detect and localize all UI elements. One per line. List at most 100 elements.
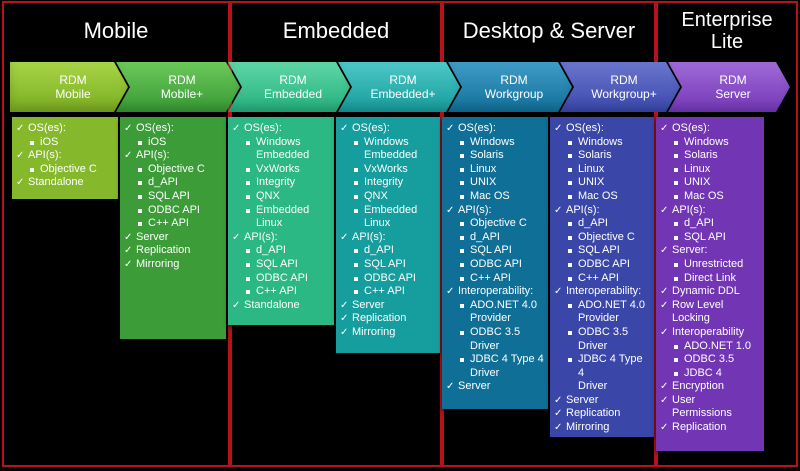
feature-label: OS(es): (566, 122, 604, 134)
check-icon: ✓ (660, 422, 669, 434)
square-bullet-icon (138, 140, 142, 145)
sub-item-continuation: Driver (446, 340, 544, 354)
sub-item: QNX (232, 190, 330, 204)
feature-label: User (672, 393, 696, 406)
sub-item-label: ODBC 3.5 (578, 325, 629, 338)
sub-item-label: ODBC API (470, 257, 522, 270)
feature-item: ✓OS(es): (660, 122, 760, 136)
sub-item-label: SQL API (578, 244, 620, 257)
feature-item: ✓OS(es): (16, 122, 114, 136)
feature-item: ✓Replication (124, 244, 222, 258)
sub-item-label: Embedded (256, 203, 310, 216)
sub-item: Integrity (340, 176, 436, 190)
square-bullet-icon (460, 194, 464, 199)
sub-item: Mac OS (660, 190, 760, 204)
sub-item: C++ API (124, 217, 222, 231)
chevron-rdm-embedded-plus: RDM Embedded+ (338, 62, 460, 112)
feature-item: ✓OS(es): (446, 122, 544, 136)
square-bullet-icon (460, 167, 464, 172)
sub-item: Linux (660, 163, 760, 177)
sub-item: JDBC 4 (660, 367, 760, 381)
sub-item-continuation: Driver (554, 380, 650, 394)
square-bullet-icon (246, 276, 250, 281)
sub-item-label: Linux (684, 162, 711, 175)
square-bullet-icon (568, 222, 572, 227)
sub-item-label: Mac OS (684, 189, 724, 202)
square-bullet-icon (460, 140, 464, 145)
square-bullet-icon (568, 167, 572, 172)
sub-item-label: Embedded (364, 203, 418, 216)
check-icon: ✓ (340, 313, 349, 325)
square-bullet-icon (568, 303, 572, 308)
feature-label: OS(es): (672, 122, 710, 134)
sub-item: Integrity (232, 176, 330, 190)
check-icon: ✓ (124, 123, 133, 134)
sub-item: UNIX (554, 176, 650, 190)
sub-item: Embedded (340, 204, 436, 218)
square-bullet-icon (138, 222, 142, 227)
sub-item: Windows (232, 136, 330, 150)
sub-item-label: d_API (684, 217, 714, 230)
check-icon: ✓ (660, 123, 669, 134)
square-bullet-icon (674, 167, 678, 172)
chevron-rdm-embedded: RDM Embedded (228, 62, 350, 112)
feature-item: ✓Mirroring (554, 421, 650, 435)
check-icon: ✓ (16, 123, 25, 134)
check-icon: ✓ (446, 123, 455, 134)
square-bullet-icon (568, 249, 572, 254)
sub-item: JDBC 4 Type 4 (446, 353, 544, 367)
sub-item: ODBC API (340, 272, 436, 286)
chevron-rdm-workgroup-plus: RDM Workgroup+ (560, 62, 680, 112)
square-bullet-icon (246, 290, 250, 295)
feature-item-continuation: Locking (660, 312, 760, 326)
square-bullet-icon (568, 194, 572, 199)
sub-item-label: d_API (148, 176, 178, 189)
sub-item-label: VxWorks (256, 162, 300, 175)
square-bullet-icon (246, 140, 250, 145)
sub-item-label: Objective C (40, 162, 97, 175)
sub-item-label: iOS (40, 135, 59, 148)
sub-item-label: C++ API (148, 217, 189, 230)
square-bullet-icon (354, 262, 358, 267)
check-icon: ✓ (124, 245, 133, 257)
sub-item: Embedded (232, 204, 330, 218)
square-bullet-icon (568, 330, 572, 335)
sub-item-label: QNX (256, 189, 280, 202)
check-icon: ✓ (446, 204, 455, 216)
sub-item: SQL API (232, 258, 330, 272)
feature-item: ✓OS(es): (554, 122, 650, 136)
sub-item-label: SQL API (256, 257, 298, 270)
sub-item-label: Mac OS (470, 189, 510, 202)
feature-label: OS(es): (244, 122, 282, 134)
check-icon: ✓ (16, 177, 25, 189)
sub-item: JDBC 4 Type 4 (554, 353, 650, 380)
sub-item: ODBC API (446, 258, 544, 272)
sub-item-label: d_API (578, 217, 608, 230)
feature-label: API(s): (352, 230, 386, 243)
feature-item: ✓Replication (554, 407, 650, 421)
sub-item: iOS (124, 136, 222, 150)
chevron-label: RDM Embedded+ (370, 73, 436, 101)
square-bullet-icon (246, 208, 250, 213)
sub-item-label: Solaris (470, 149, 504, 162)
feature-item: ✓OS(es): (232, 122, 330, 136)
square-bullet-icon (246, 249, 250, 254)
check-icon: ✓ (660, 381, 669, 393)
square-bullet-icon (568, 154, 572, 159)
feature-label: OS(es): (458, 122, 496, 134)
sub-item-label: Objective C (148, 162, 205, 175)
sub-item: d_API (232, 244, 330, 258)
feature-label: Server (352, 298, 385, 311)
check-icon: ✓ (554, 394, 563, 406)
sub-item: UNIX (660, 176, 760, 190)
square-bullet-icon (354, 208, 358, 213)
sub-item-label: C++ API (256, 285, 297, 298)
square-bullet-icon (568, 358, 572, 363)
section-title-enterprise-lite: Enterprise Lite (681, 9, 773, 53)
sub-item-label: Solaris (684, 149, 718, 162)
sub-item: VxWorks (340, 163, 436, 177)
chevron-label: RDM Embedded (263, 73, 323, 101)
sub-item-continuation: Linux (232, 217, 330, 231)
